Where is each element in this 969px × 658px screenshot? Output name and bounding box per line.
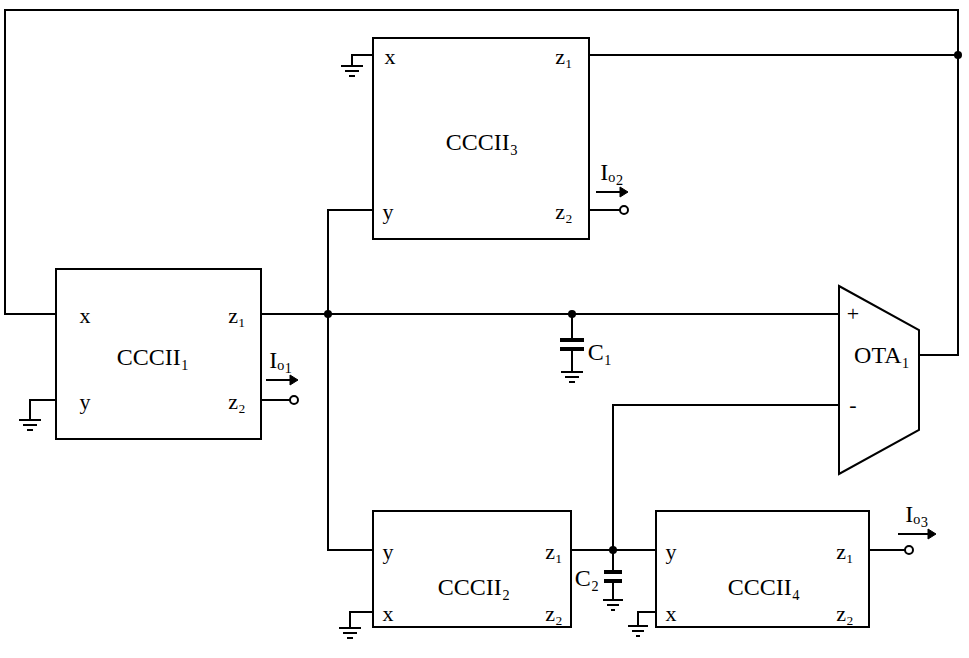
pin-name: y [666,541,677,563]
cccii-block: y z₁ CCCII₄ x z₂ [655,510,870,628]
cccii-block: y z₁ CCCII₂ x z₂ [372,510,572,628]
pin-name: y [383,541,394,563]
ground-symbol [561,372,583,382]
pin-name: z₁ [555,46,572,68]
current-label: Iₒ₂ [600,160,623,184]
current-arrow [596,191,622,193]
wire [572,405,838,550]
capacitor-label: C₂ [575,566,599,590]
ground-symbol [628,626,648,636]
pin-name: z₁ [545,541,562,563]
pin-name: y [383,201,394,223]
junction-dots [324,51,962,554]
block-name: CCCII₃ [446,130,518,154]
output-wire [262,399,290,401]
block-name: CCCII₄ [728,575,800,599]
output-wire [590,209,620,211]
ground-symbol [19,420,41,430]
capacitor-label: C₁ [588,340,612,364]
ground-symbol [339,628,361,638]
pin-name: z₂ [228,391,245,413]
wire [262,313,838,315]
output-terminal [290,396,298,404]
pin-name: - [849,394,856,416]
ota-block: + - OTA₁ [838,285,920,475]
ground-symbol [341,66,363,76]
pin-name: x [385,46,396,68]
pin-name: y [80,391,91,413]
block-name: CCCII₂ [438,575,510,599]
current-arrow [266,379,292,381]
pin-name: x [666,603,677,625]
capacitor-symbol [604,572,622,581]
current-label: Iₒ₃ [905,502,928,526]
wire [572,549,655,551]
wire [5,10,958,355]
current-arrow [898,533,930,535]
cccii-block: x z₁ CCCII₃ y z₂ [372,37,590,240]
ota-outline-shape [839,286,919,474]
cccii-block: x z₁ CCCII₁ y z₂ [55,268,262,440]
pin-name: z₂ [836,603,853,625]
pin-name: x [80,305,91,327]
arrow-head [290,375,298,385]
output-wire [870,549,905,551]
capacitor-wire [612,550,614,600]
pin-name: z₁ [836,541,853,563]
wire [590,55,958,355]
arrow-head [620,187,628,197]
pin-name: z₂ [545,603,562,625]
wire [262,210,372,314]
output-terminal [905,546,913,554]
pin-name: z₁ [228,305,245,327]
ground-wire [352,55,372,66]
block-name: OTA₁ [854,343,910,367]
ground-wire [30,400,55,420]
wire [262,314,372,550]
current-label: Iₒ₁ [269,348,292,372]
block-name: CCCII₁ [117,345,189,369]
ground-symbol [603,600,623,610]
capacitor-symbol [560,340,584,349]
ground-wire [350,612,372,628]
ground-wire [638,612,655,626]
output-terminal [620,206,628,214]
arrow-head [928,529,936,539]
circuit-parts [19,55,936,638]
pin-name: + [847,303,859,325]
pin-name: x [383,603,394,625]
pin-name: z₂ [555,201,572,223]
capacitor-wire [571,314,573,372]
